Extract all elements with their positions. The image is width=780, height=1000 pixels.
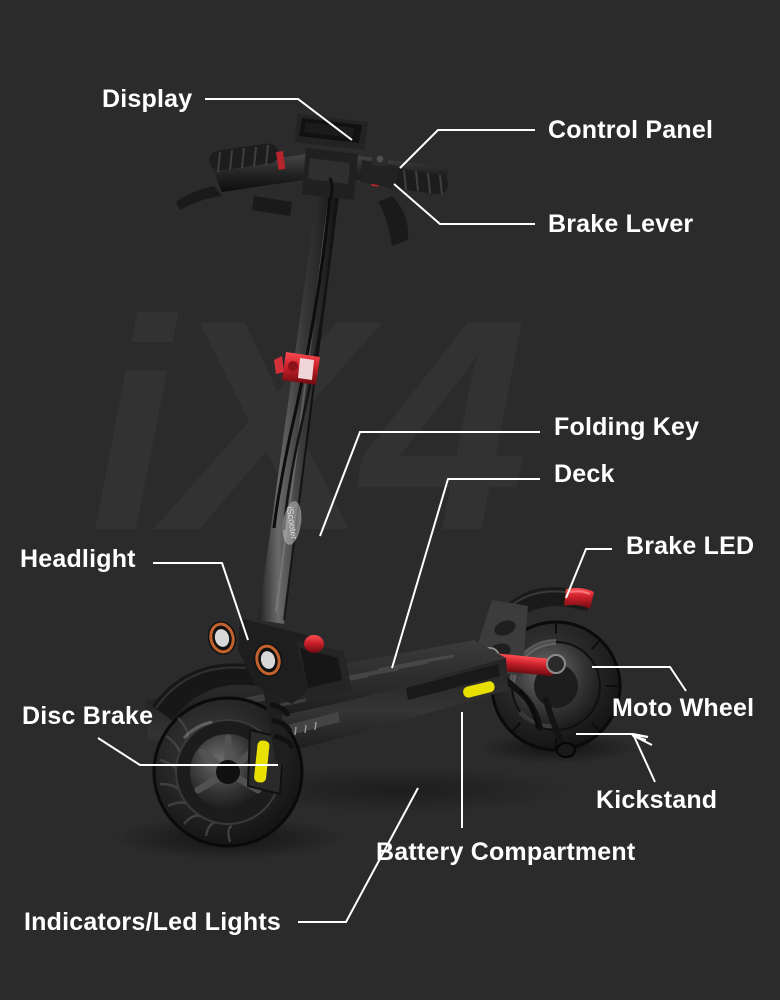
label-moto-wheel: Moto Wheel: [612, 694, 755, 722]
left-grip: [209, 143, 279, 173]
brand-badge: iScooter: [282, 501, 302, 545]
kickstand-part: [543, 697, 576, 758]
label-headlight: Headlight: [20, 545, 136, 573]
label-kickstand: Kickstand: [596, 786, 718, 814]
label-brake-led: Brake LED: [626, 532, 755, 560]
control-panel-part: [360, 152, 398, 188]
label-battery-compartment: Battery Compartment: [376, 838, 636, 866]
label-indicators: Indicators/Led Lights: [24, 908, 281, 936]
label-folding-key: Folding Key: [554, 413, 700, 441]
handlebar-part: [176, 114, 449, 246]
svg-text:iScooter: iScooter: [285, 506, 299, 540]
display-part: [294, 114, 368, 150]
label-display: Display: [102, 85, 193, 113]
folding-key-part: [274, 352, 320, 385]
label-disc-brake: Disc Brake: [22, 702, 154, 730]
label-control-panel: Control Panel: [548, 116, 714, 144]
label-brake-lever: Brake Lever: [548, 210, 694, 238]
stem-part: iScooter: [258, 188, 339, 624]
brake-lever-part: [176, 186, 409, 246]
label-deck: Deck: [554, 460, 615, 488]
